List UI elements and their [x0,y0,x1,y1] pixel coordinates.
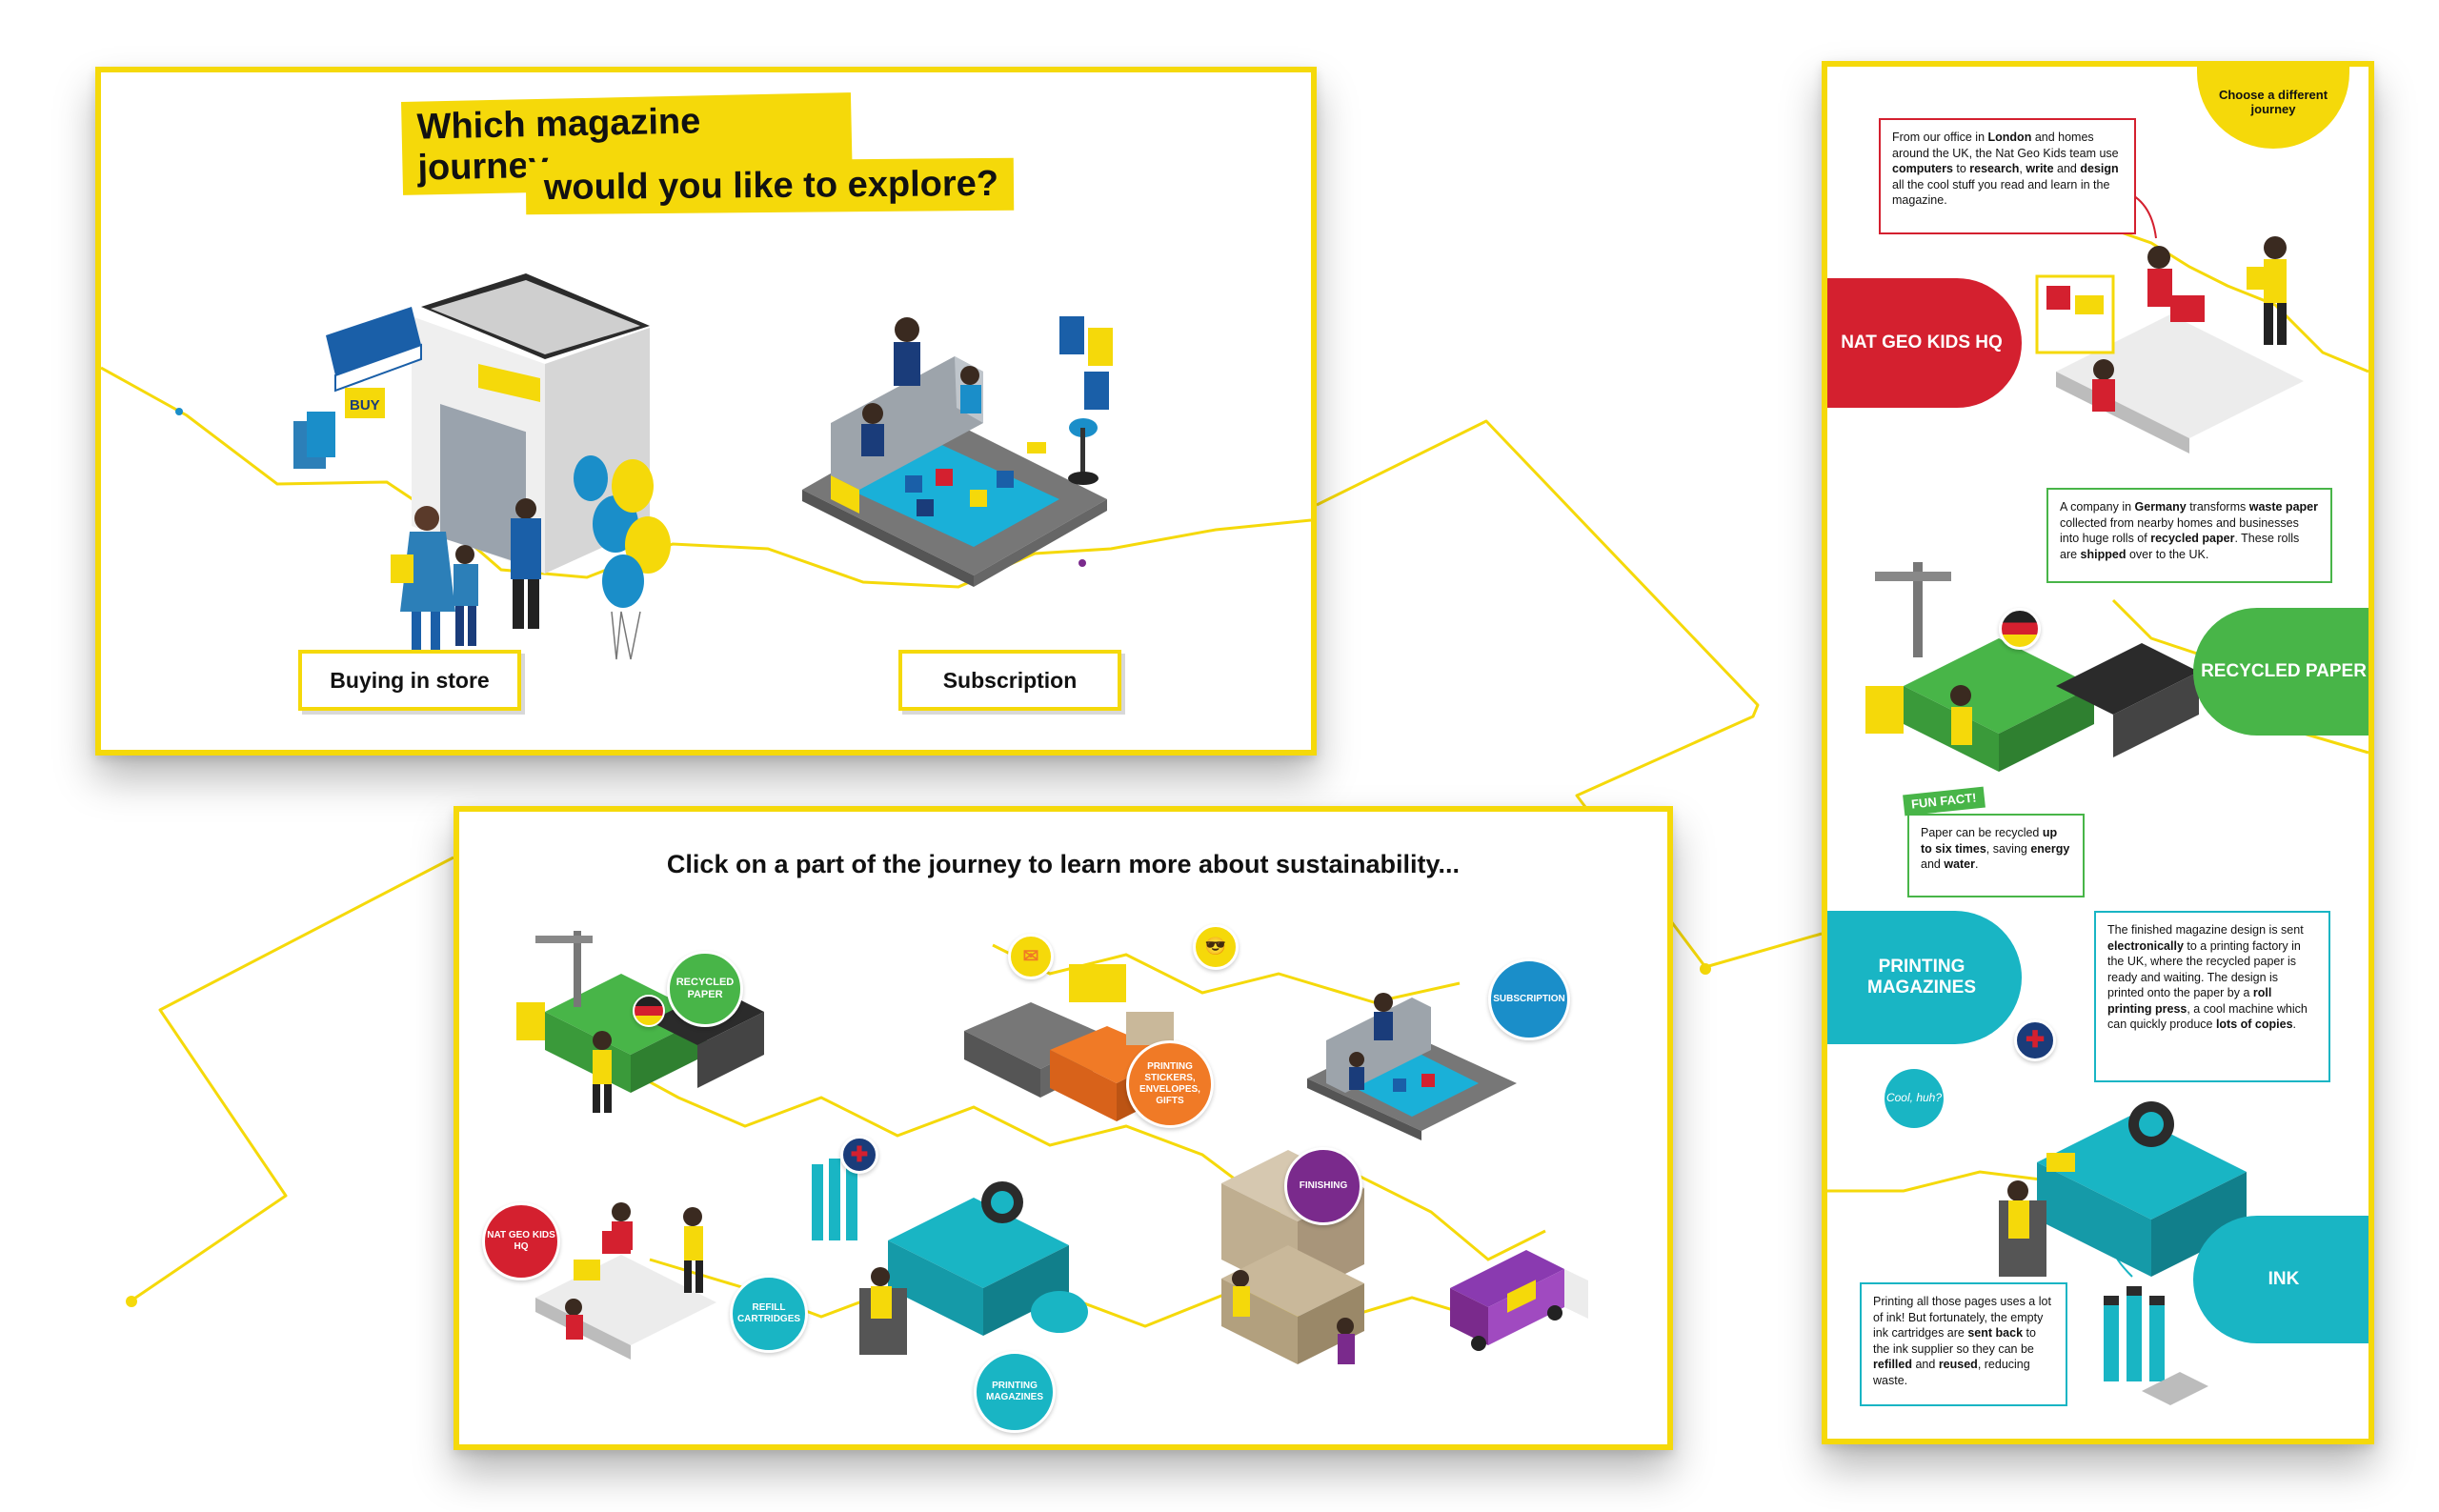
sunglasses-emoji-icon: 😎 [1193,924,1239,970]
printing-magazines-info: The finished magazine design is sent ele… [2094,911,2330,1082]
printing-magazines-tab[interactable]: PRINTING MAGAZINES [1827,911,2022,1044]
natgeo-hq-desk-illustration[interactable] [516,1193,726,1383]
cool-huh-bubble: Cool, huh? [1885,1069,1944,1128]
printing-press-illustration[interactable] [793,1145,1107,1402]
fun-fact-info: Paper can be recycled up to six times, s… [1907,814,2085,897]
uk-flag-marker-icon: ✚ [2014,1019,2056,1061]
recycled-paper-machine[interactable] [516,926,774,1126]
sustainability-journey-panel: Click on a part of the journey to learn … [454,806,1673,1450]
recycled-paper-info: A company in Germany transforms waste pa… [2046,488,2332,583]
refill-cartridges-bubble[interactable]: REFILL CARTRIDGES [730,1275,808,1353]
shop-sign-text: BUY [350,397,380,413]
uk-flag-icon: ✚ [840,1136,878,1174]
envelope-icon: ✉ [1008,934,1054,979]
natgeo-hq-bubble[interactable]: NAT GEO KIDS HQ [482,1202,560,1280]
printing-stickers-bubble[interactable]: PRINTING STICKERS, ENVELOPES, GIFTS [1126,1040,1214,1128]
subscription-illustration[interactable] [793,309,1145,595]
germany-flag-marker-icon [1999,608,2041,650]
natgeo-office-illustration [2035,236,2304,454]
recycled-paper-factory-illustration [1865,562,2199,772]
natgeo-hq-info: From our office in London and homes arou… [1879,118,2136,234]
printing-press-detail-illustration [1999,1101,2268,1277]
recycled-paper-tab[interactable]: RECYCLED PAPER [2193,608,2368,736]
natgeo-hq-tab[interactable]: NAT GEO KIDS HQ [1827,278,2022,408]
ink-tab[interactable]: INK [2193,1216,2368,1343]
ink-cartridges-illustration [2104,1286,2208,1405]
delivery-van-illustration[interactable] [1441,1231,1593,1355]
subscription-bubble[interactable]: SUBSCRIPTION [1488,958,1570,1040]
buying-in-store-button[interactable]: Buying in store [298,650,521,711]
germany-flag-icon [633,995,665,1027]
sustainability-heading: Click on a part of the journey to learn … [666,850,1461,878]
subscription-button[interactable]: Subscription [898,650,1121,711]
title-line-2: would you like to explore? [525,157,1015,215]
ink-info: Printing all those pages uses a lot of i… [1860,1282,2067,1406]
subscription-room-illustration[interactable] [1298,983,1526,1155]
journey-chooser-panel: Which magazine journey would you like to… [95,67,1317,756]
finishing-bubble[interactable]: FINISHING [1284,1147,1362,1225]
printing-magazines-bubble[interactable]: PRINTING MAGAZINES [974,1351,1056,1433]
shop-illustration[interactable]: BUY [288,269,688,678]
journey-detail-panel: Choose a different journey From our offi… [1822,61,2374,1444]
recycled-paper-bubble[interactable]: RECYCLED PAPER [667,951,743,1027]
